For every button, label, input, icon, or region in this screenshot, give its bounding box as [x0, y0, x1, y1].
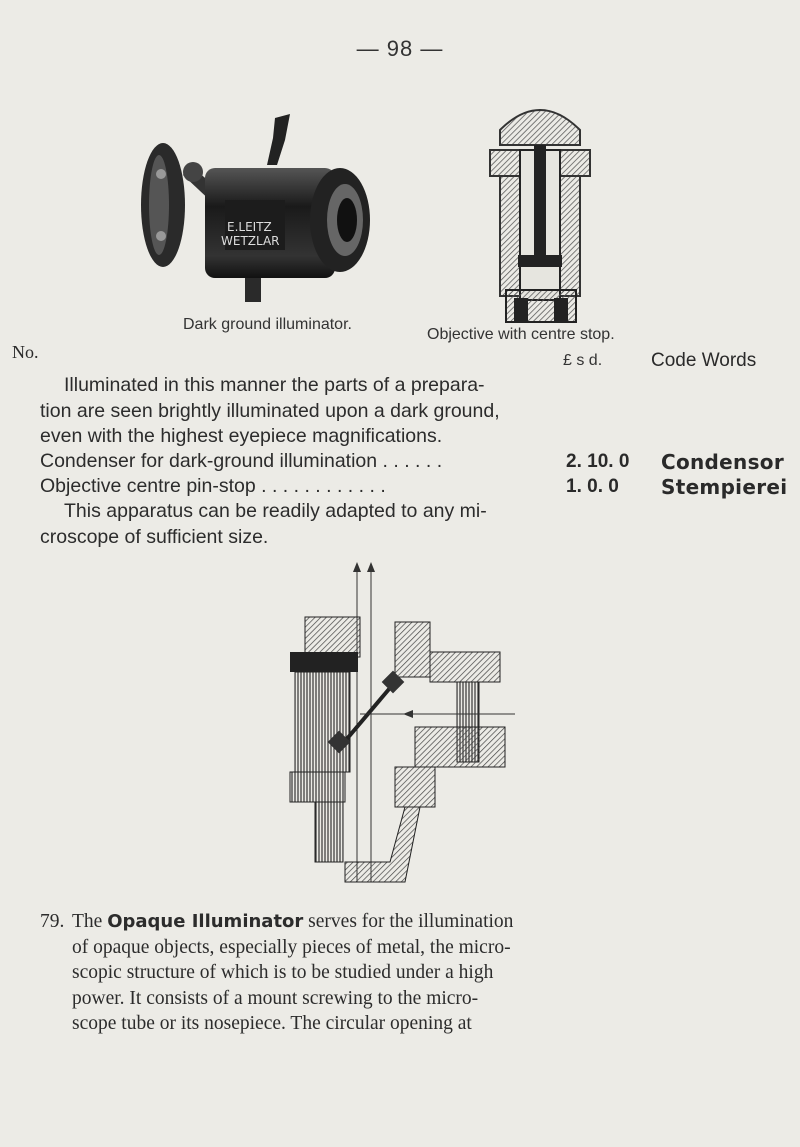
item-price: 1. 0. 0: [566, 476, 619, 497]
section-line: scope tube or its nosepiece. The circula…: [72, 1013, 472, 1034]
note-line: This apparatus can be readily adapted to…: [64, 500, 487, 522]
section-line: power. It consists of a mount screwing t…: [72, 987, 479, 1009]
price-item: Condenser for dark-ground illumination .…: [40, 449, 442, 475]
column-code-words-heading: Code Words: [651, 350, 757, 371]
illuminator-label-top: E.LEITZ: [227, 220, 272, 234]
section-line: of opaque objects, especially pieces of …: [72, 936, 511, 958]
adaptation-note: This apparatus can be readily adapted to…: [40, 499, 487, 550]
objective-centre-stop-figure: [489, 109, 591, 323]
item-leader-dots: . . . . . . . . . . . .: [261, 475, 386, 497]
section-line: scopic structure of which is to be studi…: [72, 962, 494, 983]
section-first-line-rest: serves for the illumination: [308, 911, 514, 932]
intro-line: even with the highest eyepiece magnifica…: [40, 425, 443, 447]
item-name: Condenser for dark-ground illumination: [40, 450, 378, 472]
illuminator-label-bottom: WETZLAR: [221, 234, 280, 248]
item-price: 2. 10. 0: [566, 451, 630, 472]
note-line: croscope of sufficient size.: [40, 525, 269, 548]
section-79: 79. The Opaque Illuminator serves for the…: [40, 909, 560, 1037]
section-lead: The: [72, 911, 103, 932]
opaque-illuminator-diagram: [289, 562, 515, 883]
item-code-word: Condensor: [661, 450, 784, 474]
section-first-line: 79. The Opaque Illuminator serves for the…: [40, 909, 560, 935]
illuminator-caption: Dark ground illuminator.: [183, 316, 352, 333]
section-number: 79.: [40, 911, 65, 932]
item-leader-dots: . . . . . .: [382, 450, 443, 472]
intro-line: tion are seen brightly illuminated upon …: [40, 399, 500, 422]
column-no-heading: No.: [12, 342, 39, 362]
dark-ground-illuminator-figure: E.LEITZ WETZLAR: [141, 114, 370, 302]
page-number: — 98 —: [356, 36, 444, 61]
column-price-heading: £ s d.: [563, 352, 603, 369]
objective-caption: Objective with centre stop.: [427, 326, 615, 343]
price-item: Objective centre pin-stop . . . . . . . …: [40, 474, 386, 500]
section-title: Opaque Illuminator: [107, 911, 304, 932]
intro-line: Illuminated in this manner the parts of …: [64, 374, 485, 396]
item-name: Objective centre pin-stop: [40, 475, 256, 497]
item-code-word: Stempierei: [661, 475, 788, 499]
intro-paragraph: Illuminated in this manner the parts of …: [40, 373, 550, 450]
